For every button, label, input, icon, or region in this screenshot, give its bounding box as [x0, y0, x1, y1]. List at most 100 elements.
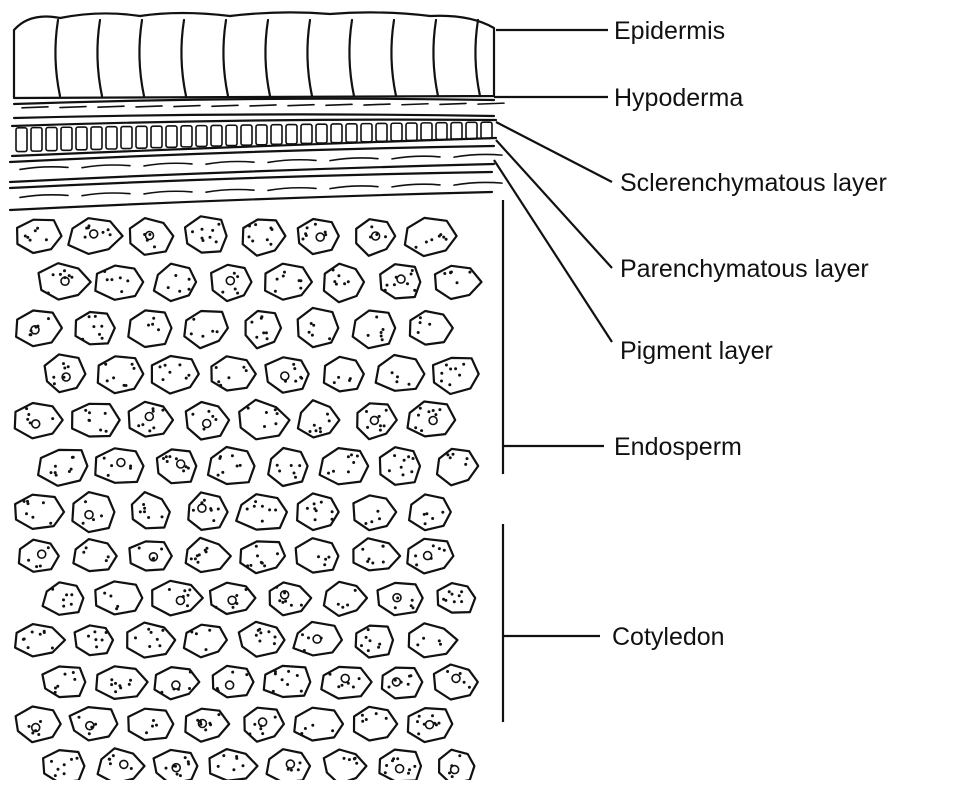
cell-granule: [112, 376, 115, 379]
endosperm-cell: [184, 311, 228, 348]
cell-nucleus: [370, 416, 378, 424]
cell-granule: [215, 240, 218, 243]
cell-granule: [364, 522, 367, 525]
cell-granule: [231, 671, 234, 674]
sclerenchymatous-layer: [12, 120, 496, 156]
sclerenchyma-cell: [136, 126, 147, 148]
sclerenchyma-cell: [46, 127, 57, 150]
cell-granule: [245, 673, 248, 676]
cell-granule: [152, 719, 155, 722]
cell-granule: [448, 383, 451, 386]
cell-granule: [31, 631, 34, 634]
cell-granule: [165, 767, 168, 770]
cell-granule: [423, 513, 426, 516]
cell-granule: [296, 674, 299, 677]
endosperm-cell: [72, 404, 120, 437]
cell-granule: [35, 565, 38, 568]
cell-granule: [87, 635, 90, 638]
epidermis-cell-wall: [307, 20, 312, 96]
cell-granule: [166, 460, 169, 463]
cell-granule: [72, 456, 75, 459]
cell-granule: [92, 325, 95, 328]
cell-granule: [160, 548, 163, 551]
cell-granule: [103, 592, 106, 595]
sclerenchyma-cell: [346, 124, 357, 142]
cell-granule: [263, 564, 266, 567]
cell-nucleus: [203, 420, 211, 428]
parenchyma-cell: [20, 167, 68, 170]
cotyledon-cell: [129, 541, 171, 570]
sclerenchyma-cell: [271, 125, 282, 145]
cell-granule: [274, 408, 277, 411]
cell-nucleus: [397, 275, 405, 283]
cell-granule: [100, 325, 103, 328]
endosperm-cell: [208, 447, 255, 484]
endosperm-cell: [268, 448, 307, 486]
cell-granule: [217, 223, 220, 226]
cell-granule: [385, 409, 388, 412]
endosperm-cell: [132, 492, 170, 528]
pigment-cell: [82, 193, 130, 196]
cell-granule: [221, 471, 224, 474]
cell-granule: [175, 457, 178, 460]
cell-granule: [290, 769, 293, 772]
cell-granule: [25, 407, 28, 410]
sclerenchyma-cell: [286, 125, 297, 144]
cell-granule: [95, 645, 98, 648]
cell-granule: [265, 331, 268, 334]
cell-granule: [192, 509, 195, 512]
cell-granule: [315, 429, 318, 432]
cotyledon-cell: [128, 709, 173, 740]
cell-granule: [134, 636, 137, 639]
cell-granule: [201, 335, 204, 338]
cell-granule: [446, 670, 449, 673]
endosperm-cell: [154, 264, 196, 301]
cell-granule: [148, 233, 151, 236]
cell-granule: [231, 454, 234, 457]
cell-granule: [161, 409, 164, 412]
cell-granule: [259, 727, 262, 730]
cell-granule: [260, 315, 263, 318]
cell-granule: [101, 337, 104, 340]
endosperm-cell: [324, 357, 364, 392]
cell-granule: [114, 690, 117, 693]
cell-granule: [451, 775, 454, 778]
cell-granule: [27, 502, 30, 505]
cell-granule: [62, 605, 65, 608]
cell-granule: [361, 714, 364, 717]
cell-granule: [106, 379, 109, 382]
cell-granule: [294, 476, 297, 479]
cell-granule: [449, 271, 452, 274]
cell-granule: [261, 505, 264, 508]
cell-granule: [110, 683, 113, 686]
cell-granule: [434, 413, 437, 416]
cell-granule: [23, 500, 26, 503]
endosperm-cell: [68, 218, 122, 254]
cell-granule: [416, 720, 419, 723]
cell-granule: [441, 511, 444, 514]
cell-granule: [248, 225, 251, 228]
cell-granule: [407, 772, 410, 775]
cell-granule: [366, 426, 369, 429]
cell-granule: [246, 508, 249, 511]
sclerenchyma-cell: [106, 127, 117, 149]
cell-granule: [298, 279, 301, 282]
parenchyma-cell: [454, 154, 502, 157]
cell-granule: [417, 732, 420, 735]
cell-granule: [276, 464, 279, 467]
cell-granule: [27, 559, 30, 562]
cell-granule: [176, 773, 179, 776]
cell-granule: [152, 410, 155, 413]
cell-granule: [103, 270, 106, 273]
cell-granule: [217, 508, 220, 511]
cell-granule: [88, 411, 91, 414]
cell-granule: [215, 606, 218, 609]
cell-granule: [312, 324, 315, 327]
cell-granule: [380, 335, 383, 338]
cell-granule: [428, 323, 431, 326]
cell-granule: [158, 644, 161, 647]
cell-granule: [300, 690, 303, 693]
cell-granule: [64, 673, 67, 676]
cell-granule: [410, 470, 413, 473]
cell-granule: [385, 717, 388, 720]
